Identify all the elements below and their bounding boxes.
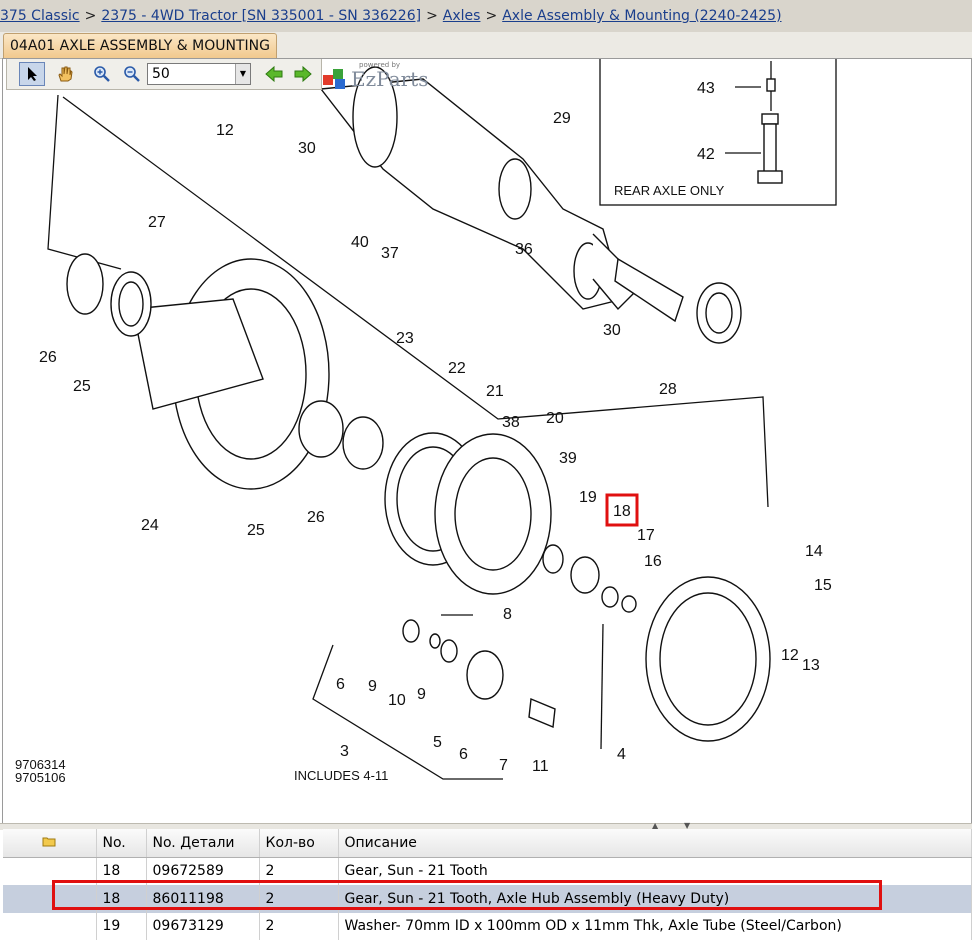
row-quantity: 2	[259, 885, 339, 913]
svg-text:9: 9	[417, 686, 426, 703]
svg-text:26: 26	[39, 349, 57, 366]
svg-text:14: 14	[805, 543, 823, 560]
svg-text:42: 42	[697, 146, 715, 163]
table-row-selected[interactable]: 18 86011198 2 Gear, Sun - 21 Tooth, Axle…	[3, 885, 972, 913]
table-row[interactable]: 19 09673129 2 Washer- 70mm ID x 100mm OD…	[3, 912, 972, 940]
arrow-right-icon	[294, 65, 312, 83]
svg-text:38: 38	[502, 414, 520, 431]
svg-text:5: 5	[433, 734, 442, 751]
svg-text:9: 9	[368, 678, 377, 695]
svg-text:6: 6	[459, 746, 468, 763]
zoom-in-button[interactable]	[89, 62, 115, 86]
svg-text:29: 29	[553, 110, 571, 127]
breadcrumb-link-tractor[interactable]: 2375 - 4WD Tractor [SN 335001 - SN 33622…	[101, 8, 422, 24]
arrow-left-icon	[265, 65, 283, 83]
ezparts-cubes-icon	[323, 69, 345, 89]
svg-text:15: 15	[814, 577, 832, 594]
row-no: 19	[96, 912, 147, 940]
svg-text:23: 23	[396, 330, 414, 347]
next-page-button[interactable]	[290, 62, 316, 86]
folder-icon	[42, 837, 56, 847]
previous-page-button[interactable]	[261, 62, 287, 86]
select-pointer-button[interactable]	[19, 62, 45, 86]
column-header-quantity[interactable]: Кол-во	[259, 829, 339, 858]
chevron-up-icon[interactable]: ▲	[652, 821, 659, 830]
svg-text:REAR AXLE ONLY: REAR AXLE ONLY	[614, 183, 725, 198]
table-row[interactable]: 18 09672589 2 Gear, Sun - 21 Tooth	[3, 857, 972, 886]
zoom-in-icon	[94, 66, 110, 82]
svg-text:26: 26	[307, 509, 325, 526]
diagram-viewer[interactable]: 43 42 29 30 12 40 36 37 27 30 26 25 28 2…	[2, 58, 972, 825]
svg-text:22: 22	[448, 360, 466, 377]
zoom-level-value: 50	[152, 66, 170, 82]
row-part-number: 86011198	[146, 885, 260, 913]
viewer-toolbar: 50 ▼	[6, 59, 322, 90]
svg-text:27: 27	[148, 214, 166, 231]
svg-text:8: 8	[503, 606, 512, 623]
svg-text:25: 25	[247, 522, 265, 539]
column-header-no[interactable]: No.	[96, 829, 147, 858]
svg-text:30: 30	[603, 322, 621, 339]
svg-text:9706314: 9706314	[15, 757, 66, 772]
svg-text:11: 11	[532, 758, 549, 775]
svg-text:20: 20	[546, 410, 564, 427]
arrow-pointer-icon	[28, 67, 37, 81]
svg-text:10: 10	[388, 692, 406, 709]
svg-text:40: 40	[351, 234, 369, 251]
svg-text:17: 17	[637, 527, 655, 544]
breadcrumb-link-assembly[interactable]: Axle Assembly & Mounting (2240-2425)	[502, 8, 782, 24]
tab-bar: 04A01 AXLE ASSEMBLY & MOUNTING	[0, 32, 972, 59]
svg-text:9705106: 9705106	[15, 770, 66, 785]
svg-text:24: 24	[141, 517, 159, 534]
ezparts-logo: powered by EzParts	[321, 61, 433, 91]
exploded-parts-diagram: 43 42 29 30 12 40 36 37 27 30 26 25 28 2…	[15, 59, 837, 785]
highlight-callout-box	[605, 493, 639, 527]
column-header-description[interactable]: Описание	[338, 829, 972, 858]
tab-axle-assembly[interactable]: 04A01 AXLE ASSEMBLY & MOUNTING	[3, 33, 277, 58]
svg-text:19: 19	[579, 489, 597, 506]
table-header: No. No. Детали Кол-во Описание	[3, 829, 972, 858]
breadcrumb: 375 Classic>2375 - 4WD Tractor [SN 33500…	[0, 0, 972, 32]
hand-icon	[58, 66, 73, 82]
svg-text:4: 4	[617, 746, 626, 763]
row-description: Washer- 70mm ID x 100mm OD x 11mm Thk, A…	[338, 912, 972, 940]
row-quantity: 2	[259, 857, 339, 886]
zoom-level-select[interactable]: 50 ▼	[147, 63, 251, 85]
svg-text:36: 36	[515, 241, 533, 258]
svg-text:12: 12	[781, 647, 799, 664]
pane-splitter[interactable]: ▲ ▼	[0, 821, 972, 830]
chevron-down-icon[interactable]: ▼	[235, 64, 250, 84]
svg-text:INCLUDES 4-11: INCLUDES 4-11	[294, 768, 388, 783]
row-description: Gear, Sun - 21 Tooth	[338, 857, 972, 886]
svg-text:7: 7	[499, 757, 508, 774]
column-header-part-number[interactable]: No. Детали	[146, 829, 260, 858]
parts-table: No. No. Детали Кол-во Описание 18 096725…	[3, 829, 972, 940]
svg-text:43: 43	[697, 80, 715, 97]
pan-hand-button[interactable]	[52, 62, 78, 86]
svg-text:18: 18	[613, 503, 631, 520]
svg-text:39: 39	[559, 450, 577, 467]
chevron-down-icon[interactable]: ▼	[684, 821, 691, 830]
svg-text:28: 28	[659, 381, 677, 398]
row-quantity: 2	[259, 912, 339, 940]
svg-text:12: 12	[216, 122, 234, 139]
svg-text:16: 16	[644, 553, 662, 570]
zoom-out-icon	[124, 66, 140, 82]
svg-text:30: 30	[298, 140, 316, 157]
breadcrumb-link-model[interactable]: 375 Classic	[0, 8, 80, 24]
row-part-number: 09672589	[146, 857, 260, 886]
row-no: 18	[96, 857, 147, 886]
svg-text:25: 25	[73, 378, 91, 395]
svg-text:37: 37	[381, 245, 399, 262]
row-description: Gear, Sun - 21 Tooth, Axle Hub Assembly …	[338, 885, 972, 913]
breadcrumb-link-axles[interactable]: Axles	[442, 8, 481, 24]
zoom-out-button[interactable]	[119, 62, 145, 86]
row-no: 18	[96, 885, 147, 913]
row-part-number: 09673129	[146, 912, 260, 940]
svg-text:21: 21	[486, 383, 504, 400]
svg-text:6: 6	[336, 676, 345, 693]
svg-text:3: 3	[340, 743, 349, 760]
folder-column-header[interactable]	[3, 829, 97, 858]
svg-text:13: 13	[802, 657, 820, 674]
